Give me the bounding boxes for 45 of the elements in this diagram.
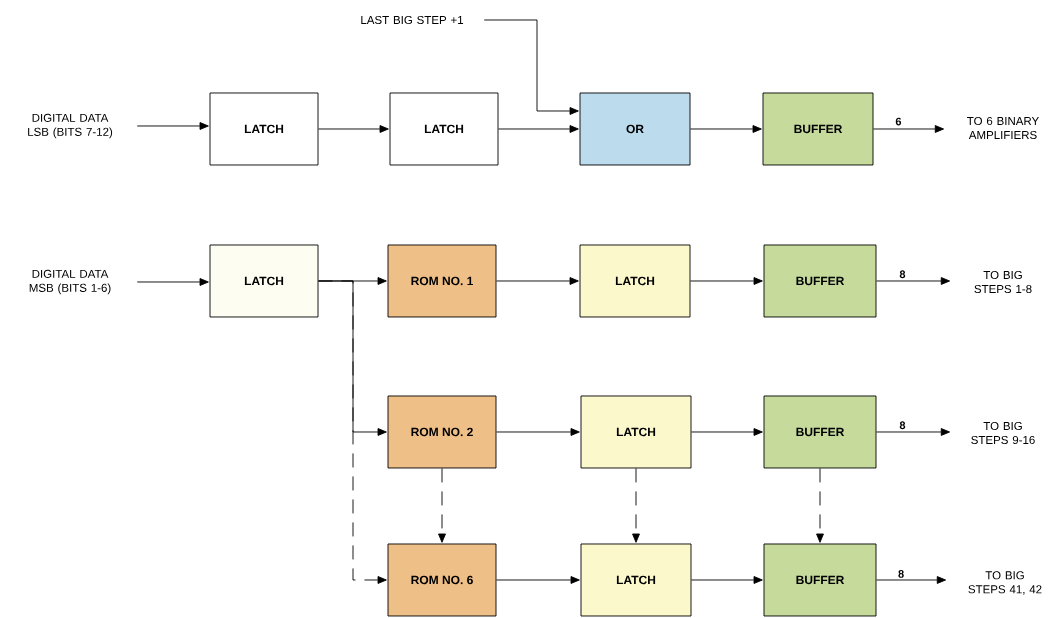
arrow <box>691 428 763 436</box>
signal-label: DIGITAL DATA MSB (BITS 1-6) <box>29 269 111 295</box>
signal-label: TO BIG STEPS 1-8 <box>974 270 1032 294</box>
arrow <box>816 468 824 543</box>
arrow <box>690 125 762 133</box>
edge-label: 6 <box>894 116 903 127</box>
block-box: OR <box>579 92 691 166</box>
block-box: LATCH <box>209 244 319 318</box>
edge-label: 8 <box>897 569 906 579</box>
arrow <box>496 576 580 584</box>
signal-label: LAST BIG STEP +1 <box>361 15 464 25</box>
arrow <box>876 277 951 285</box>
arrow <box>691 576 763 584</box>
block-box: BUFFER <box>762 92 874 166</box>
block-box: BUFFER <box>763 395 877 469</box>
arrow <box>876 428 951 436</box>
signal-label: TO 6 BINARY AMPLIFIERS <box>967 116 1039 140</box>
arrow <box>690 277 763 285</box>
arrow <box>496 277 579 285</box>
block-box: LATCH <box>580 395 692 469</box>
block-box: LATCH <box>389 92 499 166</box>
signal-label: DIGITAL DATA LSB (BITS 7-12) <box>28 113 113 139</box>
signal-label: TO BIG STEPS 41, 42 <box>968 571 1042 595</box>
arrow <box>496 428 580 436</box>
signal-label: TO BIG STEPS 9-16 <box>971 421 1035 445</box>
block-box: LATCH <box>579 244 691 318</box>
block-box: BUFFER <box>763 543 877 617</box>
arrow <box>873 125 945 133</box>
arrow <box>438 468 446 543</box>
edge-label: 8 <box>898 269 907 280</box>
arrow <box>136 122 209 130</box>
arrow <box>318 280 387 584</box>
block-box: ROM NO. 6 <box>387 543 497 617</box>
arrow <box>136 278 209 286</box>
arrow <box>318 125 389 133</box>
block-box: BUFFER <box>763 244 877 318</box>
arrow <box>498 125 579 133</box>
block-box: ROM NO. 2 <box>387 395 497 469</box>
block-box: LATCH <box>580 543 692 617</box>
edge-label: 8 <box>898 420 907 431</box>
arrow <box>632 468 640 543</box>
arrow <box>483 19 579 115</box>
arrow <box>876 576 947 584</box>
block-box: LATCH <box>209 92 319 166</box>
block-box: ROM NO. 1 <box>387 244 497 318</box>
